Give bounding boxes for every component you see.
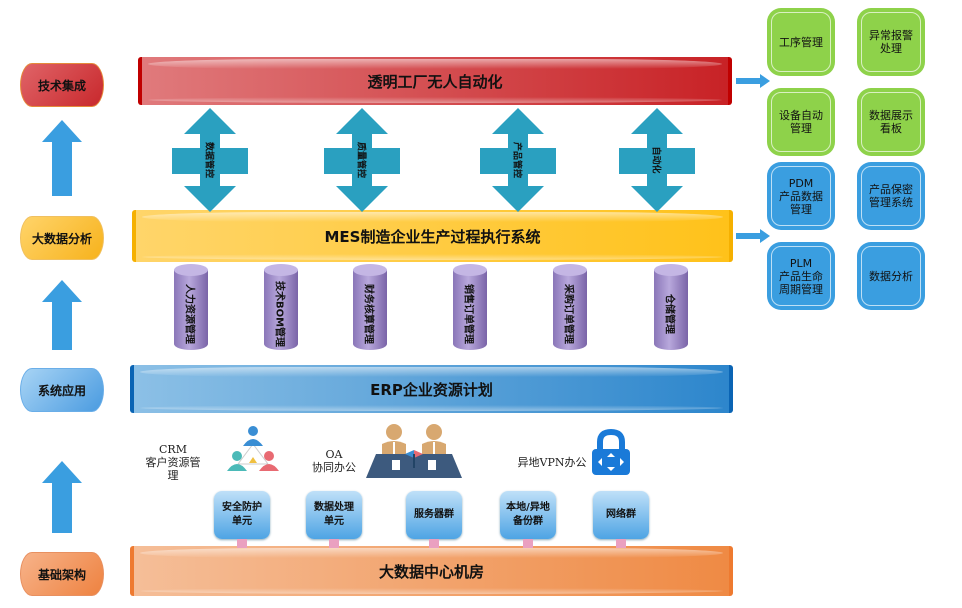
double-arrow-icon	[619, 108, 695, 212]
tile-label: 数据展示 看板	[869, 109, 913, 135]
control-arrow: 产品管控	[478, 108, 558, 212]
crm-label: CRM 客户资源管 理	[145, 443, 201, 482]
up-arrow-icon	[42, 120, 82, 196]
cylinder-body	[453, 270, 487, 350]
layer-label: 技术集成	[37, 78, 86, 93]
layer-label: 基础架构	[37, 567, 86, 582]
control-arrow: 质量管控	[322, 108, 402, 212]
connector-stem	[616, 539, 626, 548]
tile-label: 数据分析	[869, 269, 913, 283]
up-arrow-icon	[42, 461, 82, 533]
cylinder-top	[264, 264, 298, 276]
server-box: 网络群	[593, 491, 649, 539]
connector-stem	[329, 539, 339, 548]
control-arrow: 自动化	[617, 108, 697, 212]
tile-process-management: 工序管理	[767, 8, 835, 76]
tile-pdm: PDM 产品数据 管理	[767, 162, 835, 230]
control-arrow: 数据管控	[170, 108, 250, 212]
server-label: 数据处理 单元	[314, 502, 354, 527]
vpn-lock-icon	[592, 429, 630, 475]
cylinder-body	[264, 270, 298, 350]
people-network-icon	[227, 426, 279, 471]
module-cylinder: 技术BOM管理	[264, 264, 298, 354]
server-box: 本地/异地 备份群	[500, 491, 556, 539]
layer-label: 系统应用	[37, 383, 86, 398]
server-box: 服务器群	[406, 491, 462, 539]
module-label: 财务核算管理	[362, 284, 374, 344]
cylinder-top	[453, 264, 487, 276]
control-arrow-label: 产品管控	[511, 141, 522, 179]
module-cylinder: 仓储管理	[654, 264, 688, 354]
cylinder-body	[553, 270, 587, 350]
right-arrow-icon	[736, 229, 770, 243]
cylinder-top	[553, 264, 587, 276]
tile-label: 设备自动 管理	[779, 109, 823, 135]
vpn-label: 异地VPN办公	[517, 456, 587, 469]
data-center-bar: 大数据中心机房	[130, 546, 733, 596]
module-cylinder: 采购订单管理	[553, 264, 587, 354]
tile-equipment-automation: 设备自动 管理	[767, 88, 835, 156]
server-label: 本地/异地 备份群	[506, 502, 550, 527]
mes-bar: MES制造企业生产过程执行系统	[132, 210, 733, 262]
bar-label: 大数据中心机房	[378, 562, 484, 581]
cylinder-body	[353, 270, 387, 350]
transparent-factory-bar: 透明工厂无人自动化	[138, 57, 732, 105]
tile-data-dashboard: 数据展示 看板	[857, 88, 925, 156]
erp-bar: ERP企业资源计划	[130, 365, 733, 413]
cylinder-top	[174, 264, 208, 276]
server-box: 数据处理 单元	[306, 491, 362, 539]
cylinder-body	[654, 270, 688, 350]
module-cylinder: 财务核算管理	[353, 264, 387, 354]
module-label: 人力资源管理	[183, 284, 195, 344]
server-label: 网络群	[606, 509, 636, 520]
module-label: 采购订单管理	[562, 284, 574, 344]
tile-label: 工序管理	[779, 35, 823, 49]
module-label: 仓储管理	[663, 294, 675, 334]
tile-label: 产品保密 管理系统	[869, 183, 913, 209]
tile-product-security: 产品保密 管理系统	[857, 162, 925, 230]
bar-label: 透明工厂无人自动化	[367, 72, 503, 91]
layer-system-application: 系统应用	[20, 368, 104, 412]
module-cylinder: 销售订单管理	[453, 264, 487, 354]
tile-exception-alarm: 异常报警 处理	[857, 8, 925, 76]
control-arrow-label: 自动化	[650, 146, 661, 174]
up-arrow-icon	[42, 280, 82, 350]
control-arrow-label: 数据管控	[203, 141, 214, 179]
layer-big-data-analysis: 大数据分析	[20, 216, 104, 260]
right-arrow-icon	[736, 74, 770, 88]
server-label: 服务器群	[414, 509, 454, 520]
double-arrow-icon	[172, 108, 248, 212]
layer-tech-integration: 技术集成	[20, 63, 104, 107]
oa-label: OA 协同办公	[312, 448, 356, 474]
meeting-icon	[366, 424, 462, 478]
cylinder-body	[174, 270, 208, 350]
layer-infrastructure: 基础架构	[20, 552, 104, 596]
server-box: 安全防护 单元	[214, 491, 270, 539]
double-arrow-icon	[324, 108, 400, 212]
module-cylinder: 人力资源管理	[174, 264, 208, 354]
server-label: 安全防护 单元	[222, 502, 262, 527]
module-label: 技术BOM管理	[273, 280, 285, 348]
tile-label: PDM 产品数据 管理	[779, 176, 823, 216]
layer-label: 大数据分析	[31, 231, 92, 246]
connector-stem	[523, 539, 533, 548]
tile-label: PLM 产品生命 周期管理	[779, 256, 823, 296]
bar-label: ERP企业资源计划	[370, 380, 493, 399]
tile-label: 异常报警 处理	[869, 29, 913, 55]
double-arrow-icon	[480, 108, 556, 212]
module-label: 销售订单管理	[462, 284, 474, 344]
connector-stem	[237, 539, 247, 548]
tile-data-analysis: 数据分析	[857, 242, 925, 310]
cylinder-top	[353, 264, 387, 276]
cylinder-top	[654, 264, 688, 276]
bar-label: MES制造企业生产过程执行系统	[324, 227, 541, 246]
control-arrow-label: 质量管控	[355, 141, 366, 179]
connector-stem	[429, 539, 439, 548]
tile-plm: PLM 产品生命 周期管理	[767, 242, 835, 310]
